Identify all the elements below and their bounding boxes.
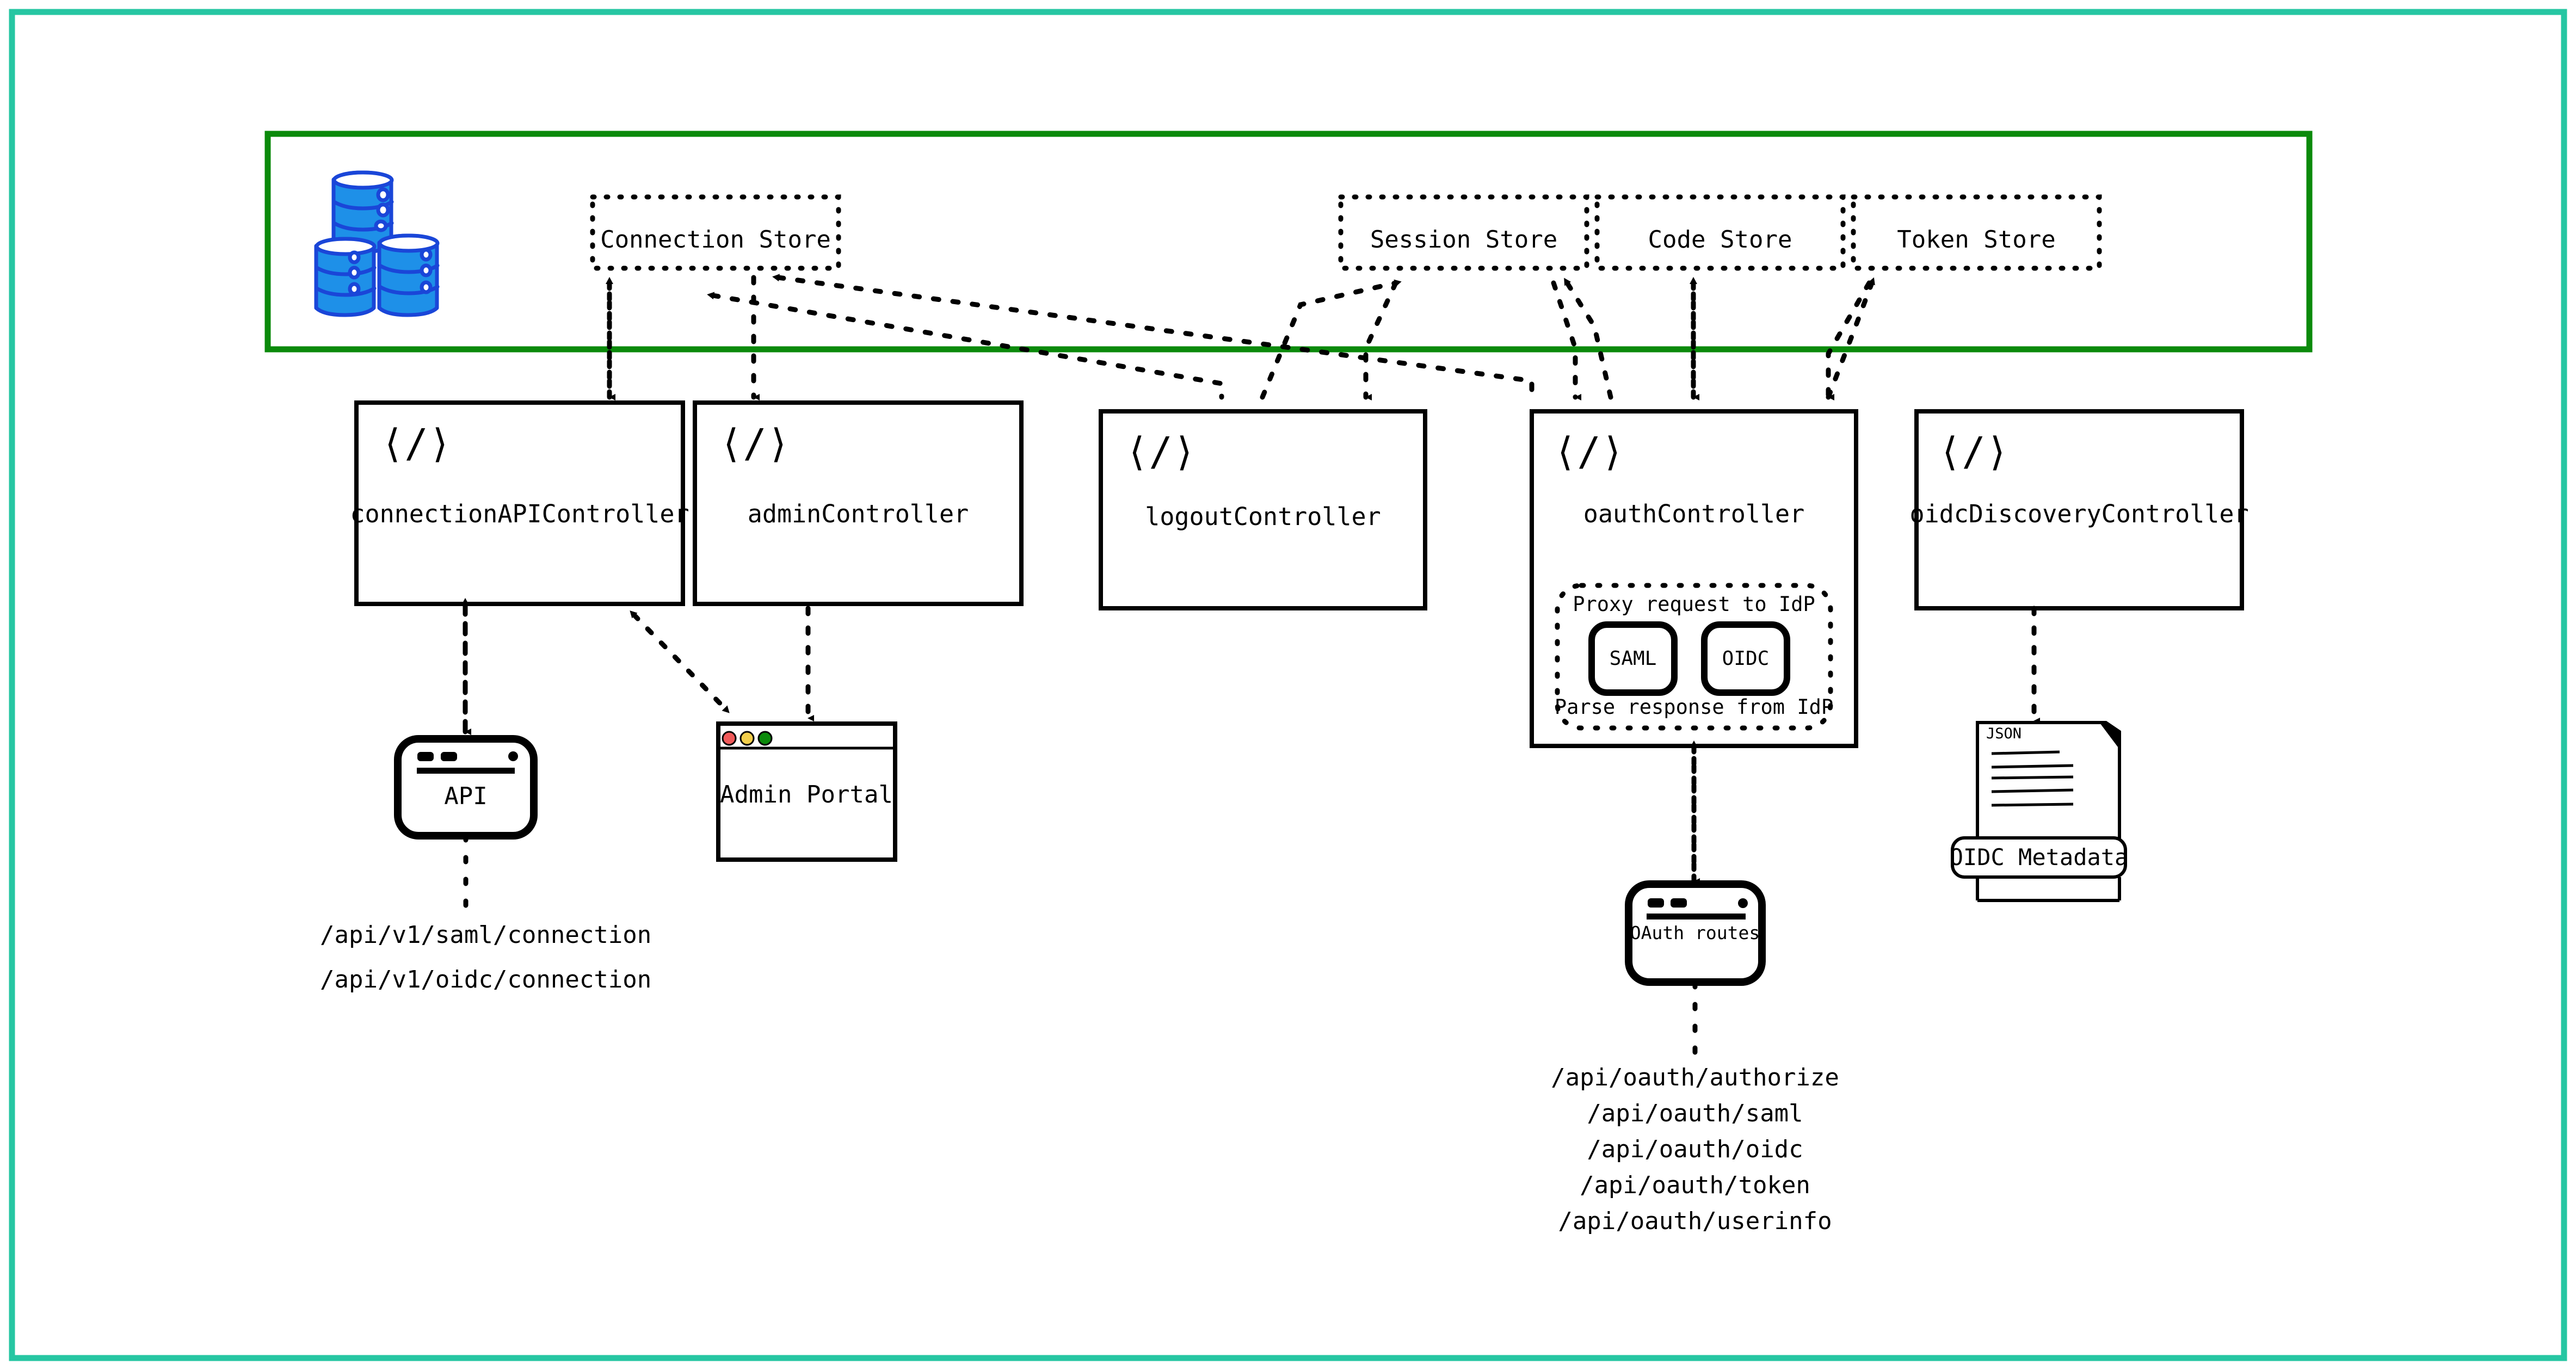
controller-oidc-discovery-controller[interactable]: ⟨/⟩ oidcDiscoveryController	[1909, 409, 2249, 610]
window-minimize-dot[interactable]	[739, 731, 755, 746]
client-oidc-metadata[interactable]: JSON OIDC Metadata	[1950, 721, 2129, 902]
oauth-routes-divider	[1647, 914, 1746, 919]
edge-sessionstore-to-logout	[1363, 280, 1398, 400]
connection-api-controller-box[interactable]	[354, 400, 685, 606]
json-document-fold	[2100, 721, 2121, 748]
code-brackets-icon: ⟨/⟩	[1125, 429, 1196, 474]
admin-controller-label: adminController	[748, 499, 969, 528]
code-brackets-icon: ⟨/⟩	[719, 421, 790, 466]
saml-box-rect[interactable]	[1588, 621, 1678, 696]
connection-api-controller-label: connectionAPIController	[350, 499, 689, 528]
parse-response-label: Parse response from IdP	[1555, 695, 1833, 719]
code-brackets-icon: ⟨/⟩	[1938, 429, 2009, 474]
admin-controller-box[interactable]	[693, 400, 1024, 606]
controller-admin-controller[interactable]: ⟨/⟩ adminController	[693, 400, 1024, 606]
saml-label: SAML	[1610, 647, 1657, 670]
code-store-box[interactable]	[1594, 194, 1846, 271]
json-document-lines	[1991, 750, 2074, 807]
proxy-request-label: Proxy request to IdP	[1573, 593, 1815, 616]
edge-oauth-to-connstore	[772, 274, 1534, 400]
session-store-label: Session Store	[1370, 226, 1557, 254]
connection-store-label: Connection Store	[600, 226, 831, 254]
code-store-label: Code Store	[1648, 226, 1792, 254]
session-store-box[interactable]	[1338, 194, 1589, 271]
edge-tokenstore-to-oauth	[1826, 280, 1872, 400]
controller-oauth-controller[interactable]: ⟨/⟩ oauthController Proxy request to IdP…	[1530, 409, 1858, 748]
oauth-route-2: /api/oauth/saml	[1587, 1100, 1803, 1127]
oidc-discovery-controller-label: oidcDiscoveryController	[1909, 499, 2248, 528]
api-route-2: /api/v1/oidc/connection	[320, 966, 651, 993]
store-token-store[interactable]: Token Store	[1851, 194, 2102, 271]
oidc-discovery-controller-box[interactable]	[1914, 409, 2244, 610]
edge-sessionstore-to-oauth	[1551, 280, 1581, 400]
oauth-routes-dot-3	[1738, 898, 1748, 908]
oauth-route-5: /api/oauth/userinfo	[1558, 1207, 1832, 1235]
oauth-routes-dot-1	[1648, 898, 1664, 908]
controller-connection-api-controller[interactable]: ⟨/⟩ connectionAPIController	[350, 400, 689, 606]
window-close-dot[interactable]	[722, 731, 737, 746]
database-cylinders-icon	[314, 170, 440, 317]
client-admin-portal[interactable]: Admin Portal	[716, 721, 897, 862]
code-brackets-icon: ⟨/⟩	[381, 421, 452, 466]
window-maximize-dot[interactable]	[757, 731, 773, 746]
api-label: API	[444, 782, 487, 810]
client-api[interactable]: API	[394, 735, 538, 840]
edge-logout-to-connstore	[707, 292, 1224, 400]
json-badge-label: JSON	[1986, 725, 2022, 742]
oauth-routes-label: OAuth routes	[1630, 922, 1760, 943]
oauth-controller-label: oauthController	[1583, 499, 1804, 528]
client-oauth-routes[interactable]: OAuth routes	[1625, 880, 1766, 986]
oauth-routes-dot-2	[1671, 898, 1687, 908]
api-window-divider	[417, 768, 515, 774]
oidc-label: OIDC	[1722, 647, 1770, 670]
saml-box[interactable]: SAML	[1588, 621, 1678, 696]
admin-portal-window[interactable]	[716, 721, 897, 862]
admin-portal-label: Admin Portal	[720, 781, 893, 809]
edge-oauth-to-tokenstore	[1826, 277, 1875, 400]
controller-logout-controller[interactable]: ⟨/⟩ logoutController	[1099, 409, 1427, 610]
connection-store-box[interactable]	[590, 194, 841, 271]
oauth-route-4: /api/oauth/token	[1580, 1171, 1810, 1199]
oidc-metadata-pill[interactable]	[1951, 836, 2127, 879]
api-window-dot-2	[441, 752, 457, 761]
logout-controller-box[interactable]	[1099, 409, 1427, 610]
token-store-label: Token Store	[1897, 226, 2055, 254]
oauth-route-3: /api/oauth/oidc	[1587, 1136, 1803, 1163]
edge-connapi-adminportal	[630, 610, 732, 715]
canvas-border	[9, 9, 2567, 1361]
store-session-store[interactable]: Session Store	[1338, 194, 1589, 271]
store-connection-store[interactable]: Connection Store	[590, 194, 841, 271]
api-window-dot-3	[508, 751, 518, 761]
api-route-1: /api/v1/saml/connection	[320, 921, 651, 949]
store-code-store[interactable]: Code Store	[1594, 194, 1846, 271]
logout-controller-label: logoutController	[1145, 502, 1381, 531]
oidc-box-rect[interactable]	[1701, 621, 1790, 696]
api-window-dot-1	[417, 752, 434, 761]
oidc-metadata-label: OIDC Metadata	[1950, 844, 2129, 871]
code-brackets-icon: ⟨/⟩	[1554, 429, 1624, 474]
oidc-box[interactable]: OIDC	[1701, 621, 1790, 696]
token-store-box[interactable]	[1851, 194, 2102, 271]
oauth-route-1: /api/oauth/authorize	[1551, 1064, 1839, 1091]
edge-oauth-to-sessionstore	[1564, 277, 1613, 400]
edge-logout-to-sessionstore	[1260, 279, 1402, 400]
